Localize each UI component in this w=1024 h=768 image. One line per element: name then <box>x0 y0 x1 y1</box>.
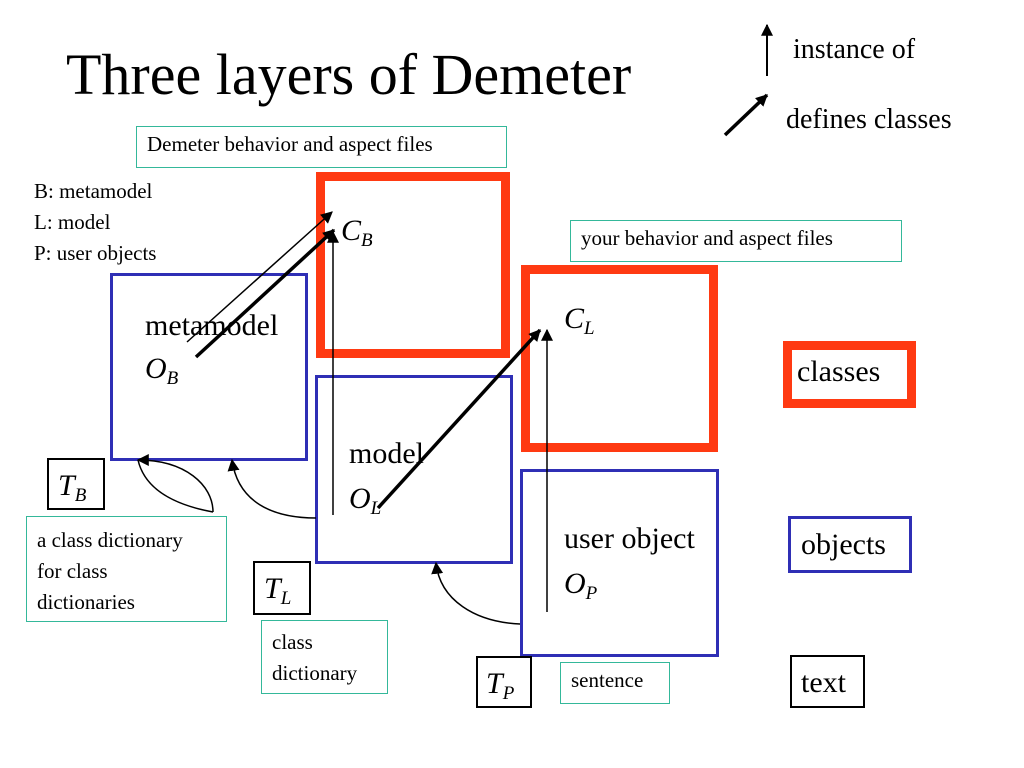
arrow-tp-curve <box>431 561 521 625</box>
layer-key-l: L: model <box>34 210 111 234</box>
label-user-object: user object <box>564 522 695 555</box>
note-line: a class dictionary <box>37 528 183 552</box>
key-box-objects <box>788 516 912 573</box>
arrow-tb-curve-inner <box>137 459 214 513</box>
legend-defines-classes-label: defines classes <box>786 104 952 135</box>
key-classes-label: classes <box>797 355 881 388</box>
text-box-tl <box>253 561 311 615</box>
note-class-dictionary: class dictionary <box>261 620 388 694</box>
label-tp: TP <box>486 667 515 704</box>
arrow-tl-curve <box>227 458 317 519</box>
note-your-files: your behavior and aspect files <box>570 220 902 262</box>
key-box-text <box>790 655 865 708</box>
text-box-tb <box>47 458 105 510</box>
legend-instance-of-label: instance of <box>793 34 916 65</box>
label-op: OP <box>564 567 598 604</box>
label-model: model <box>349 437 424 470</box>
label-cb: CB <box>341 214 373 251</box>
arrow-tb-curve-outer <box>136 454 214 513</box>
label-ob: OB <box>145 352 179 389</box>
note-class-dict-for-dicts: a class dictionary for class dictionarie… <box>26 516 227 622</box>
layer-key-b: B: metamodel <box>34 179 153 203</box>
class-box-cl <box>521 265 718 452</box>
note-line: dictionary <box>272 661 358 685</box>
key-objects-label: objects <box>801 528 886 561</box>
note-sentence: sentence <box>560 662 670 704</box>
label-tb: TB <box>58 469 87 506</box>
key-text-label: text <box>801 666 846 699</box>
text-box-tp <box>476 656 532 708</box>
layer-key-p: P: user objects <box>34 241 157 265</box>
label-ol: OL <box>349 482 382 519</box>
legend-defines-classes-arrow <box>723 93 769 137</box>
object-box-ob <box>110 273 308 461</box>
note-line: dictionaries <box>37 590 135 614</box>
page-title: Three layers of Demeter <box>66 42 632 107</box>
label-metamodel: metamodel <box>145 309 279 342</box>
label-cl: CL <box>564 302 595 339</box>
note-line: for class <box>37 559 108 583</box>
label-tl: TL <box>264 572 292 609</box>
object-box-op <box>520 469 719 657</box>
key-box-classes <box>783 341 916 408</box>
note-line: class <box>272 630 313 654</box>
layer-key: B: metamodel L: model P: user objects <box>34 176 156 269</box>
note-demeter-files: Demeter behavior and aspect files <box>136 126 507 168</box>
class-box-cb <box>316 172 510 358</box>
